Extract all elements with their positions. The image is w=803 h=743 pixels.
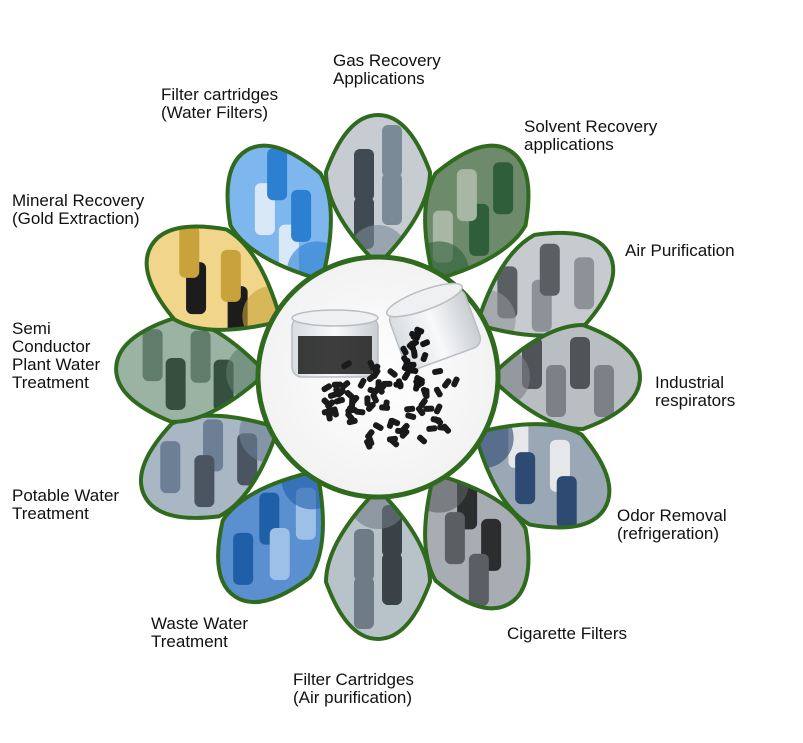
- application-label-line: Industrial: [655, 373, 724, 392]
- carbon-pellet: [321, 408, 333, 416]
- carbon-pellet: [393, 381, 404, 388]
- carbon-pellet: [341, 360, 352, 370]
- application-label-line: Conductor: [12, 337, 91, 356]
- application-label-line: Gas Recovery: [333, 51, 441, 70]
- application-label-line: Odor Removal: [617, 506, 727, 525]
- carbon-pellet: [372, 363, 381, 375]
- application-label-line: respirators: [655, 391, 736, 410]
- application-label-line: Cigarette Filters: [507, 624, 627, 643]
- carbon-pellet: [387, 368, 398, 378]
- carbon-pellet: [432, 367, 444, 376]
- carbon-pellet: [375, 380, 387, 390]
- application-label: Filter cartridges(Water Filters): [161, 86, 278, 122]
- carbon-pellet: [437, 424, 449, 431]
- carbon-pellet: [442, 378, 452, 389]
- carbon-pellet: [364, 438, 373, 450]
- carbon-pellet: [413, 378, 422, 389]
- carbon-pellet: [340, 380, 351, 390]
- application-label-line: (Gold Extraction): [12, 209, 140, 228]
- carbon-pellet: [399, 428, 410, 439]
- carbon-pellet: [386, 435, 398, 443]
- carbon-pellet: [365, 429, 375, 440]
- application-label-line: Treatment: [151, 632, 228, 651]
- carbon-pellet: [400, 345, 409, 356]
- application-label: Odor Removal(refrigeration): [617, 507, 727, 543]
- carbon-pellet: [401, 370, 411, 381]
- application-label-line: (refrigeration): [617, 524, 720, 543]
- application-label-line: Mineral Recovery: [12, 191, 145, 210]
- carbon-pellet: [430, 416, 442, 424]
- carbon-pellet: [420, 339, 431, 348]
- carbon-pellet: [409, 330, 420, 339]
- carbon-pellet: [366, 372, 378, 383]
- carbon-pellet: [415, 405, 426, 417]
- application-label-line: Potable Water: [12, 486, 120, 505]
- carbon-pellet: [331, 406, 339, 418]
- carbon-pellet: [364, 395, 371, 407]
- application-label-line: Solvent Recovery: [524, 117, 658, 136]
- jar-left-icon: [291, 309, 379, 378]
- carbon-pellet: [344, 390, 355, 400]
- carbon-pellet: [418, 397, 428, 409]
- application-label-line: Filter Cartridges: [293, 670, 414, 689]
- application-label-line: Treatment: [12, 373, 89, 392]
- carbon-pellet: [367, 386, 379, 395]
- carbon-pellet: [346, 417, 358, 426]
- application-label-line: Treatment: [12, 504, 89, 523]
- carbon-pellet: [426, 425, 438, 432]
- application-label-line: Air Purification: [625, 241, 735, 260]
- application-label-line: (Water Filters): [161, 103, 269, 122]
- petal-ring: [114, 113, 642, 641]
- application-label-line: Semi: [12, 319, 51, 338]
- carbon-pellet: [420, 386, 429, 398]
- carbon-pellet: [405, 412, 417, 421]
- application-label: Cigarette Filters: [507, 625, 627, 643]
- application-label: Filter Cartridges(Air purification): [293, 671, 414, 707]
- carbon-pellet: [349, 397, 356, 409]
- carbon-pellet: [420, 352, 429, 363]
- carbon-pellet: [451, 376, 460, 388]
- carbon-pellet: [408, 366, 419, 375]
- carbon-pellet: [354, 408, 366, 416]
- carbon-pellet: [325, 399, 336, 410]
- carbon-pellet: [433, 403, 443, 415]
- application-label-line: (Air purification): [293, 688, 413, 707]
- application-label-line: Applications: [333, 69, 425, 88]
- center-image: [255, 254, 501, 500]
- carbon-pellet: [406, 361, 417, 368]
- water-filter-cartridges-photo: [225, 143, 333, 283]
- application-label-line: Waste Water: [151, 614, 248, 633]
- application-label-line: Filter cartridges: [161, 85, 279, 104]
- carbon-pellet: [372, 422, 384, 431]
- carbon-pellets: [321, 326, 460, 450]
- carbon-pellet: [331, 381, 343, 388]
- application-label: Air Purification: [625, 242, 735, 260]
- carbon-pellet: [327, 391, 339, 399]
- carbon-pellet: [365, 401, 376, 412]
- carbon-pellet: [404, 405, 416, 413]
- carbon-pellet: [357, 377, 367, 389]
- application-label: Mineral Recovery(Gold Extraction): [12, 192, 144, 228]
- carbon-pellet: [382, 399, 390, 411]
- carbon-pellet: [423, 405, 435, 412]
- application-label-line: Plant Water: [12, 355, 101, 374]
- carbon-pellet: [417, 434, 428, 445]
- application-label-line: applications: [524, 135, 614, 154]
- carbon-pellet: [333, 386, 345, 396]
- carbon-pellet: [433, 386, 443, 398]
- carbon-pellet: [411, 348, 418, 359]
- carbon-pellet: [370, 392, 379, 404]
- carbon-pellet: [386, 417, 395, 429]
- carbon-pellet: [333, 396, 345, 405]
- carbon-pellet: [321, 383, 333, 393]
